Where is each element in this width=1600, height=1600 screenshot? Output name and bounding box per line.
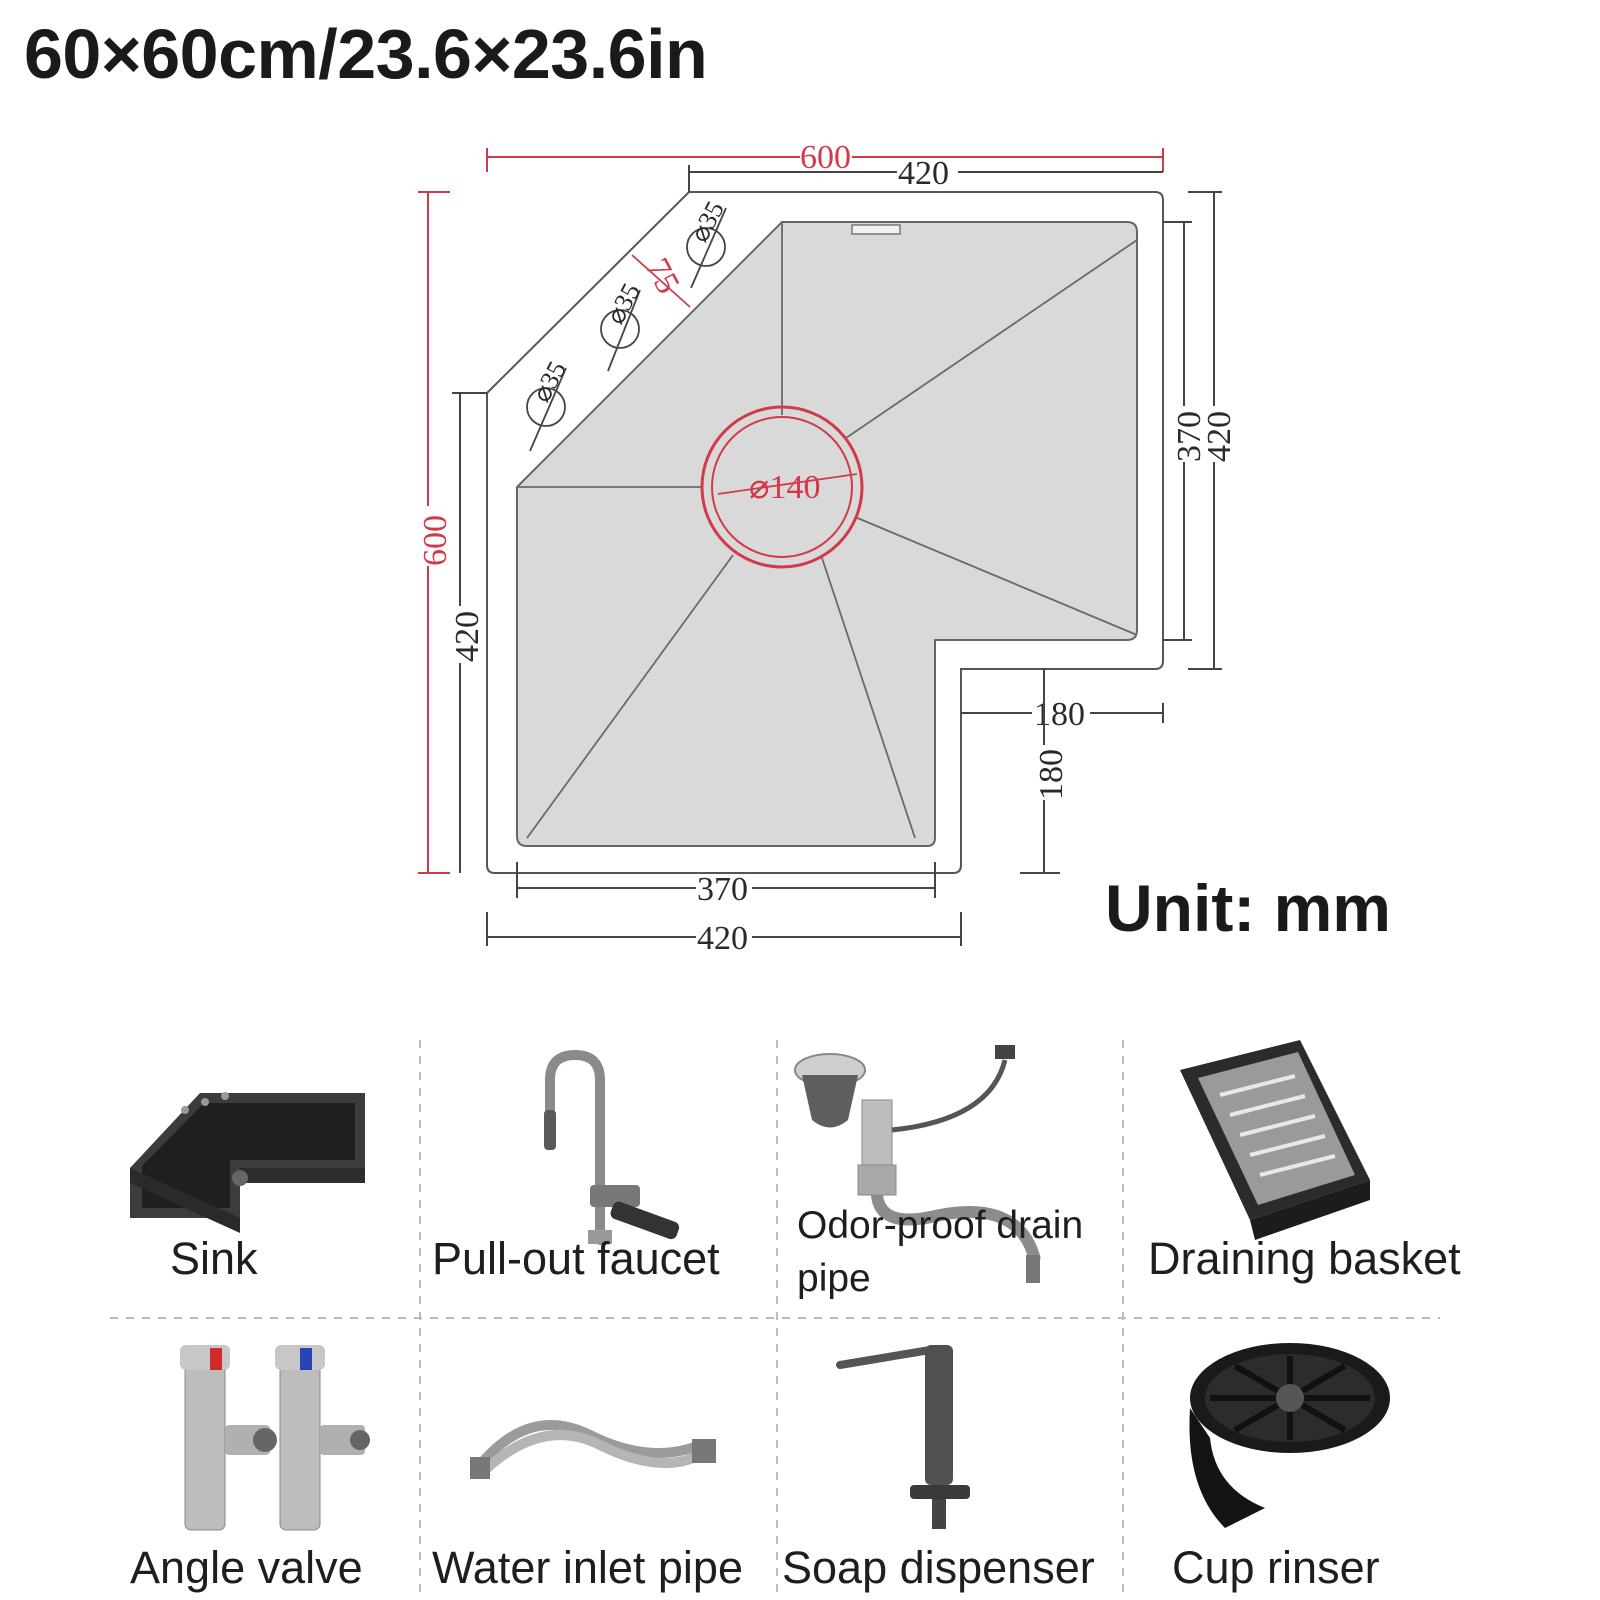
cup-rinser-icon — [1189, 1343, 1390, 1528]
accessory-label-soap-dispenser: Soap dispenser — [782, 1542, 1095, 1593]
accessory-label-faucet: Pull-out faucet — [432, 1233, 720, 1284]
accessory-label-basket: Draining basket — [1148, 1233, 1461, 1284]
soap-dispenser-icon — [836, 1345, 970, 1529]
drain-pipe-icon — [794, 1045, 1041, 1283]
angle-valve-icon — [180, 1345, 370, 1531]
left-inner-label: 420 — [449, 611, 486, 662]
notch-width-label: 180 — [1034, 696, 1085, 733]
sink-icon — [130, 1092, 365, 1233]
right-inner-label: 370 — [1171, 411, 1208, 462]
left-total-label: 600 — [417, 515, 454, 566]
drain-outer — [700, 405, 864, 569]
top-inner-label: 420 — [898, 155, 949, 192]
top-total-label: 600 — [800, 139, 851, 176]
notch-height-label: 180 — [1033, 749, 1070, 800]
accessory-label-drain-pipe: Odor-proof drain pipe — [797, 1204, 1084, 1300]
bottom-inner-label: 370 — [697, 871, 748, 908]
accessory-label-angle-valve: Angle valve — [130, 1542, 363, 1593]
drain-inner — [711, 416, 853, 558]
overflow-slot — [851, 224, 901, 235]
faucet-holes — [526, 207, 727, 452]
drain-diameter-label: ⌀140 — [749, 469, 820, 506]
right-outer-label: 420 — [1201, 411, 1238, 462]
accessory-label-sink: Sink — [170, 1233, 258, 1284]
accessory-label-inlet-pipe: Water inlet pipe — [432, 1542, 743, 1593]
page-title: 60×60cm/23.6×23.6in — [24, 15, 708, 93]
accessory-label-cup-rinser: Cup rinser — [1172, 1542, 1380, 1593]
unit-label: Unit: mm — [1105, 871, 1391, 945]
inlet-pipe-icon — [470, 1420, 716, 1479]
faucet-icon — [544, 1050, 680, 1245]
basket-icon — [1180, 1040, 1370, 1240]
bowl-ridges — [517, 222, 1138, 839]
sink-dimension-diagram: ⌀140 ⌀35 ⌀35 ⌀35 75 600 420 600 420 370 … — [417, 139, 1238, 957]
bottom-outer-label: 420 — [697, 920, 748, 957]
